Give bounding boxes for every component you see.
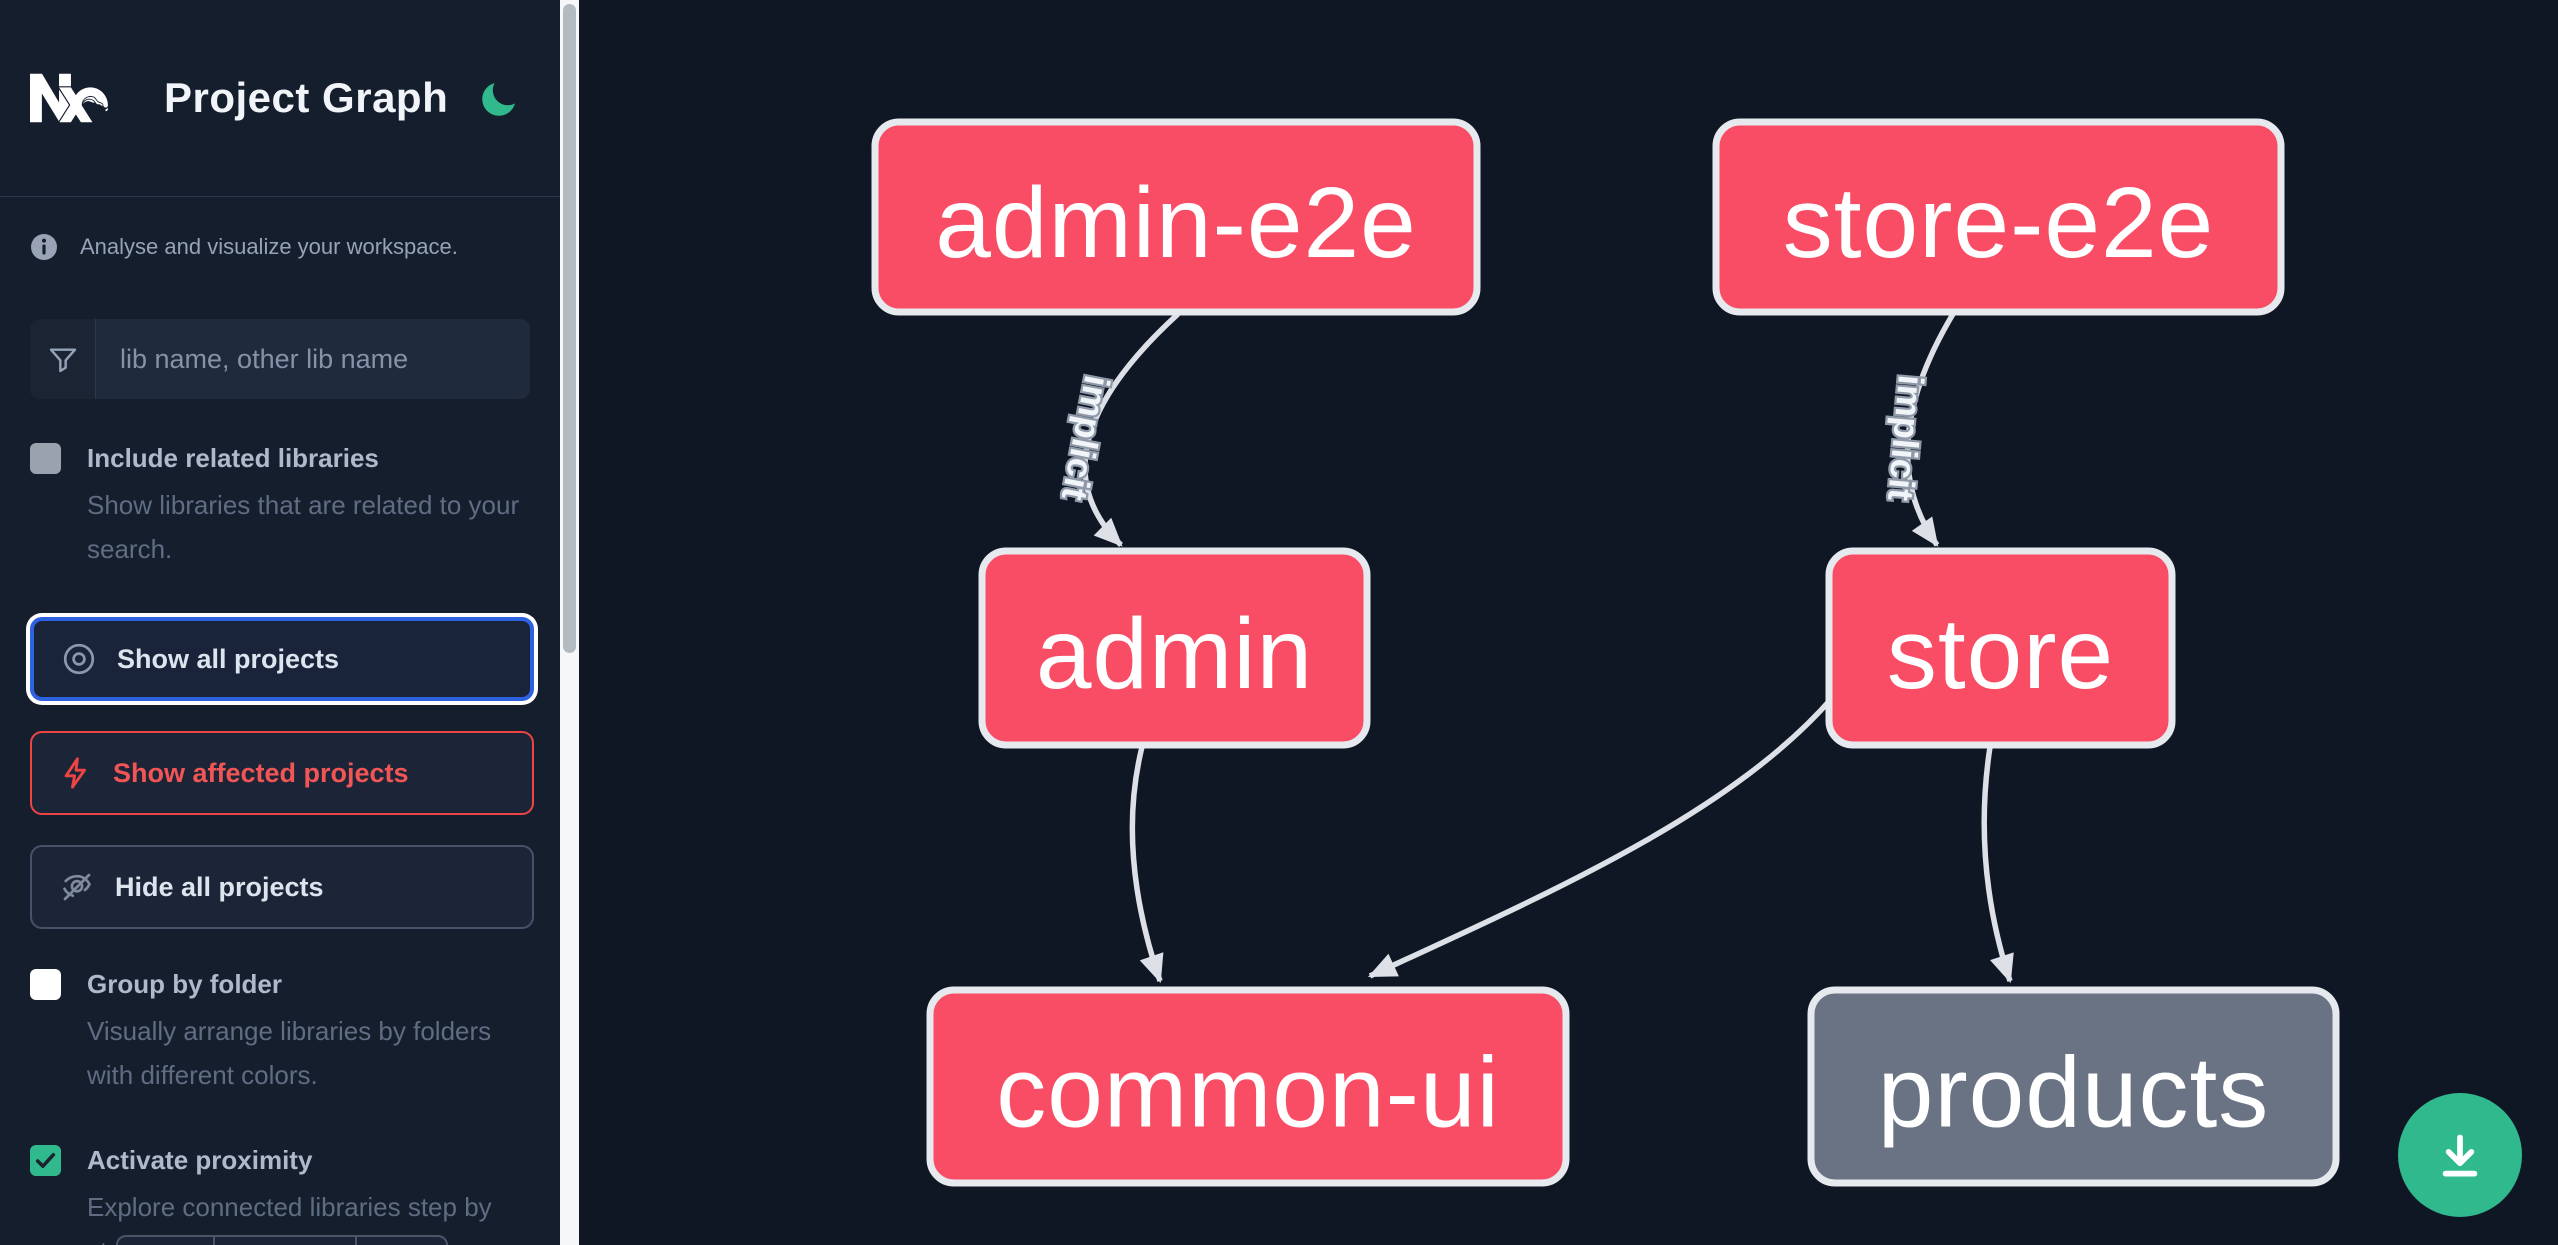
edge-label-store-e2e-to-store: implicit	[1880, 373, 1932, 502]
hide-all-projects-label: Hide all projects	[115, 871, 324, 902]
activate-proximity-label[interactable]: Activate proximity	[87, 1145, 313, 1175]
nx-logo	[30, 73, 108, 123]
eye-icon	[63, 643, 95, 675]
project-node-products[interactable]: products	[1807, 986, 2340, 1187]
include-related-row: Include related libraries Show libraries…	[30, 441, 530, 571]
show-all-projects-label: Show all projects	[117, 643, 340, 674]
project-node-label: products	[1878, 1037, 2270, 1149]
project-node-label: admin-e2e	[935, 167, 1417, 279]
group-by-folder-label[interactable]: Group by folder	[87, 969, 282, 999]
edge-label-admin-e2e-to-admin: implicit	[1054, 372, 1118, 504]
workspace-tagline: Analyse and visualize your workspace.	[80, 234, 458, 259]
eye-off-icon	[63, 873, 91, 901]
download-graph-button[interactable]	[2398, 1093, 2522, 1217]
search-box	[30, 319, 530, 399]
group-by-folder-description: Visually arrange libraries by folders wi…	[87, 1016, 492, 1090]
workspace-tagline-row: Analyse and visualize your workspace.	[30, 233, 530, 261]
include-related-label[interactable]: Include related libraries	[87, 443, 379, 473]
edge-admin-e2e-to-admin	[1082, 311, 1180, 547]
project-node-store[interactable]: store	[1825, 547, 2176, 749]
sidebar: Project Graph Analyse and visualize your…	[0, 0, 560, 1245]
sidebar-header: Project Graph	[0, 0, 560, 197]
activate-proximity-description: Explore connected libraries step by step…	[87, 1192, 492, 1245]
group-by-folder-checkbox[interactable]	[30, 969, 61, 1000]
show-affected-projects-label: Show affected projects	[113, 757, 409, 788]
download-icon	[2442, 1134, 2478, 1177]
page-title: Project Graph	[164, 74, 449, 121]
stepper-segment[interactable]	[118, 1237, 215, 1245]
search-input[interactable]	[96, 319, 530, 399]
hide-all-projects-button[interactable]: Hide all projects	[30, 845, 534, 929]
bolt-icon	[64, 757, 86, 789]
info-icon	[31, 234, 57, 260]
project-node-common-ui[interactable]: common-ui	[926, 986, 1570, 1187]
project-node-admin[interactable]: admin	[978, 547, 1371, 749]
project-node-admin-e2e[interactable]: admin-e2e	[871, 118, 1481, 316]
group-by-folder-row: Group by folder Visually arrange librari…	[30, 967, 530, 1097]
stepper-segment[interactable]	[215, 1237, 357, 1245]
project-node-label: store	[1887, 598, 2114, 710]
activate-proximity-checkbox[interactable]	[30, 1145, 61, 1176]
edge-store-to-common-ui	[1367, 696, 1835, 979]
edge-admin-to-common-ui	[1129, 746, 1164, 984]
include-related-description: Show libraries that are related to your …	[87, 490, 520, 564]
show-affected-projects-button[interactable]: Show affected projects	[30, 731, 534, 815]
include-related-checkbox[interactable]	[30, 443, 61, 474]
sidebar-scrollbar	[560, 0, 579, 1245]
moon-icon[interactable]	[480, 78, 520, 118]
proximity-stepper-partial[interactable]	[116, 1235, 448, 1245]
show-all-projects-button[interactable]: Show all projects	[30, 617, 534, 701]
scrollbar-thumb[interactable]	[563, 4, 576, 653]
edge-store-e2e-to-store	[1904, 312, 1956, 547]
project-node-label: admin	[1036, 598, 1313, 710]
stepper-segment[interactable]	[357, 1237, 446, 1245]
activate-proximity-row: Activate proximity Explore connected lib…	[30, 1143, 530, 1245]
checkmark-icon	[35, 1153, 56, 1168]
filter-funnel-icon	[30, 319, 96, 399]
project-node-label: common-ui	[996, 1037, 1500, 1149]
project-node-label: store-e2e	[1783, 167, 2214, 279]
project-visibility-buttons: Show all projects Show affected projects…	[0, 617, 560, 929]
edge-store-to-products	[1981, 746, 2014, 984]
project-node-store-e2e[interactable]: store-e2e	[1712, 118, 2285, 316]
